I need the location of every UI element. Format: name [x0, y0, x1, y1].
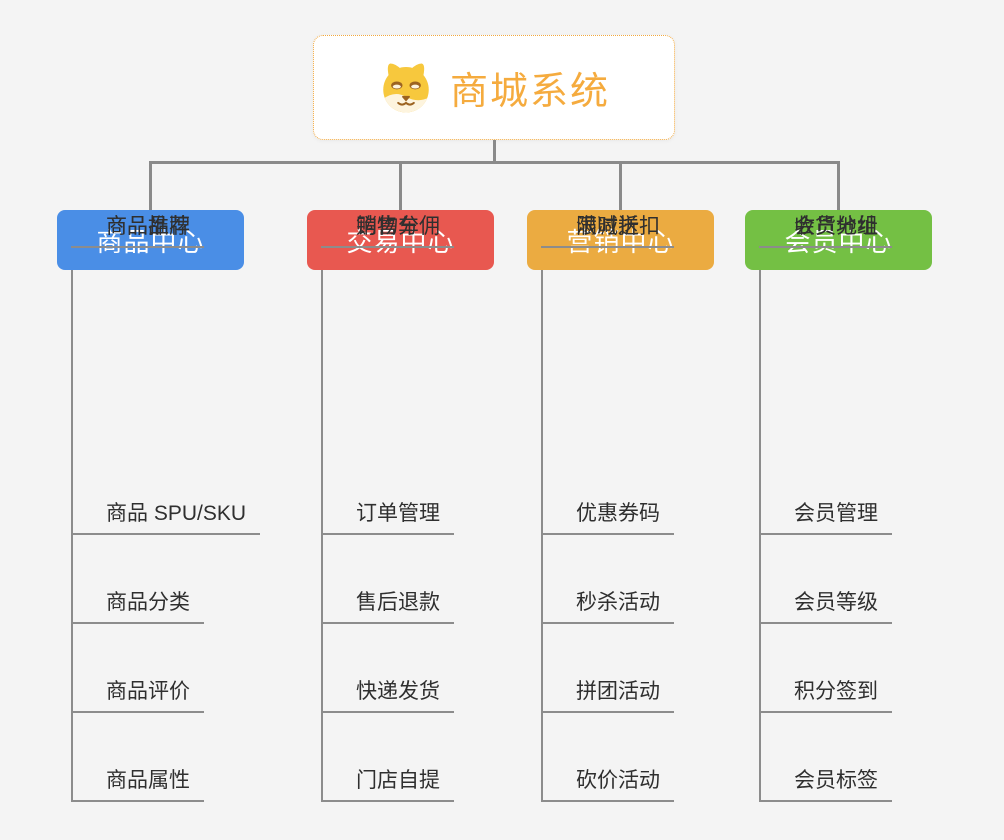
- leaf-node[interactable]: 销售分佣: [321, 210, 454, 248]
- leaf-node[interactable]: 砍价活动: [541, 764, 674, 802]
- connector-drop-trade: [399, 161, 402, 211]
- connector-drop-member: [837, 161, 840, 211]
- leaf-node[interactable]: 优惠券码: [541, 497, 674, 535]
- branch-column-member: 会员中心 会员管理 会员等级 积分签到 会员标签 会员分组 收货地址: [745, 210, 985, 810]
- leaf-node[interactable]: 秒杀活动: [541, 586, 674, 624]
- branch-column-product: 商品中心 商品 SPU/SKU 商品分类 商品评价 商品属性 商品推荐 商品品牌: [57, 210, 297, 810]
- root-node-mall-system[interactable]: 商城系统: [313, 35, 675, 140]
- leaf-node[interactable]: 商品品牌: [71, 210, 204, 248]
- leaf-node[interactable]: 售后退款: [321, 586, 454, 624]
- leaf-node[interactable]: 积分签到: [759, 675, 892, 713]
- branch-node-marketing-center[interactable]: 营销中心: [527, 210, 714, 270]
- leaf-node[interactable]: 会员等级: [759, 586, 892, 624]
- connector-drop-marketing: [619, 161, 622, 211]
- leaf-node[interactable]: 商品 SPU/SKU: [71, 497, 261, 535]
- leaf-node[interactable]: 商品评价: [71, 675, 204, 713]
- leaf-node[interactable]: 快递发货: [321, 675, 454, 713]
- leaf-node[interactable]: 满减送: [541, 210, 653, 248]
- branch-node-product-center[interactable]: 商品中心: [57, 210, 244, 270]
- branch-vline-member: [759, 270, 761, 802]
- connector-drop-product: [149, 161, 152, 211]
- leaf-node[interactable]: 商品分类: [71, 586, 204, 624]
- branch-vline-marketing: [541, 270, 543, 802]
- connector-trunk: [149, 161, 840, 164]
- leaf-node[interactable]: 订单管理: [321, 497, 454, 535]
- connector-root-stub: [493, 140, 496, 163]
- branch-column-marketing: 营销中心 优惠券码 秒杀活动 拼团活动 砍价活动 限时折扣 满减送: [527, 210, 767, 810]
- branch-vline-trade: [321, 270, 323, 802]
- root-title: 商城系统: [449, 71, 610, 113]
- branch-node-member-center[interactable]: 会员中心: [745, 210, 932, 270]
- leaf-node[interactable]: 拼团活动: [541, 675, 674, 713]
- branch-column-trade: 交易中心 订单管理 售后退款 快递发货 门店自提 购物车 销售分佣: [307, 210, 547, 810]
- leaf-node[interactable]: 收货地址: [759, 210, 892, 248]
- leaf-node[interactable]: 会员管理: [759, 497, 892, 535]
- leaf-node[interactable]: 商品属性: [71, 764, 204, 802]
- dog-face-icon: [383, 63, 429, 112]
- leaf-node[interactable]: 门店自提: [321, 764, 454, 802]
- branch-node-trade-center[interactable]: 交易中心: [307, 210, 494, 270]
- branch-vline-product: [71, 270, 73, 802]
- leaf-node[interactable]: 会员标签: [759, 764, 892, 802]
